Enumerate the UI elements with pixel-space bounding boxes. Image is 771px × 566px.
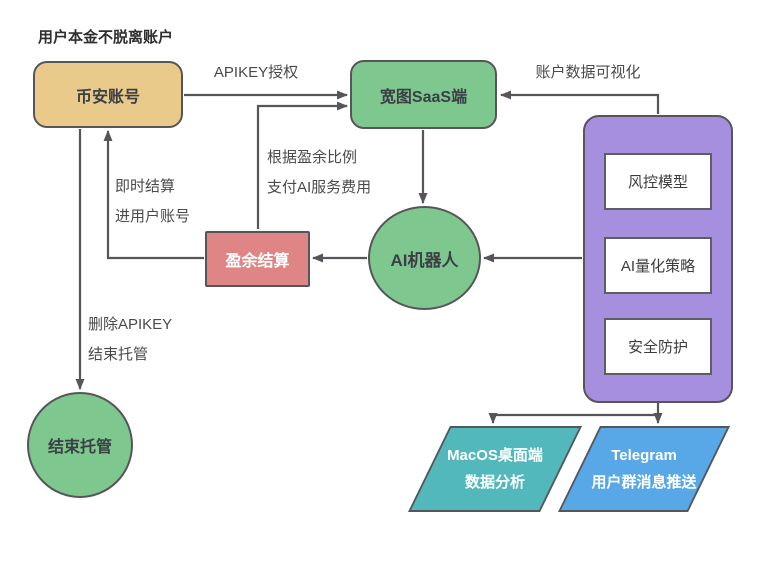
node-saas-platform: 宽图SaaS端 (350, 60, 497, 129)
module-ai-quant-strategy: AI量化策略 (604, 237, 712, 294)
arrow-platform-to-macos (488, 413, 658, 424)
node-platform-container: 风控模型 AI量化策略 安全防护 (583, 115, 733, 403)
arrow-settlement-to-saas (256, 101, 348, 229)
edge-label-settle: 即时结算 进用户账号 (115, 172, 190, 232)
node-saas-platform-label: 宽图SaaS端 (379, 88, 468, 106)
node-macos-desktop-line2: 数据分析 (464, 474, 525, 491)
node-ai-robot: AI机器人 (368, 206, 481, 310)
node-end-custody-label: 结束托管 (47, 439, 112, 456)
node-macos-desktop: MacOS桌面端 数据分析 (408, 426, 582, 512)
node-telegram-push-line2: 用户群消息推送 (591, 474, 697, 491)
node-telegram-push-line1: Telegram (611, 447, 677, 464)
node-macos-desktop-line1: MacOS桌面端 (447, 447, 543, 464)
module-risk-control: 风控模型 (604, 153, 712, 210)
module-security: 安全防护 (604, 318, 712, 375)
node-binance-account: 币安账号 (33, 61, 183, 128)
node-telegram-push-label: Telegram 用户群消息推送 (579, 426, 709, 512)
edge-label-pay-fee: 根据盈余比例 支付AI服务费用 (267, 143, 371, 203)
edge-label-apikey: APIKEY授权 (213, 64, 299, 81)
node-macos-desktop-label: MacOS桌面端 数据分析 (429, 426, 561, 512)
node-telegram-push: Telegram 用户群消息推送 (558, 426, 730, 512)
module-risk-control-label: 风控模型 (627, 174, 688, 191)
edge-label-delete-apikey: 删除APIKEY 结束托管 (88, 310, 172, 370)
module-ai-quant-strategy-label: AI量化策略 (620, 258, 696, 275)
arrow-settlement-to-binance (103, 130, 204, 260)
node-surplus-settlement: 盈余结算 (205, 231, 310, 287)
module-security-label: 安全防护 (627, 339, 688, 356)
edge-label-pay-fee-line1: 根据盈余比例 (267, 149, 358, 166)
principal-note-label: 用户本金不脱离账户 (38, 29, 174, 46)
edge-label-settle-line1: 即时结算 (115, 178, 176, 195)
node-surplus-settlement-label: 盈余结算 (225, 253, 290, 270)
node-end-custody: 结束托管 (27, 392, 133, 498)
arrow-platform-to-saas (500, 90, 660, 114)
edge-label-visualization: 账户数据可视化 (535, 64, 641, 81)
edge-label-delete-apikey-line1: 删除APIKEY (88, 316, 173, 333)
edge-label-settle-line2: 进用户账号 (115, 208, 191, 225)
node-ai-robot-label: AI机器人 (390, 250, 459, 270)
edge-label-pay-fee-line2: 支付AI服务费用 (267, 179, 372, 196)
edge-label-delete-apikey-line2: 结束托管 (88, 346, 149, 363)
node-binance-account-label: 币安账号 (75, 88, 140, 106)
